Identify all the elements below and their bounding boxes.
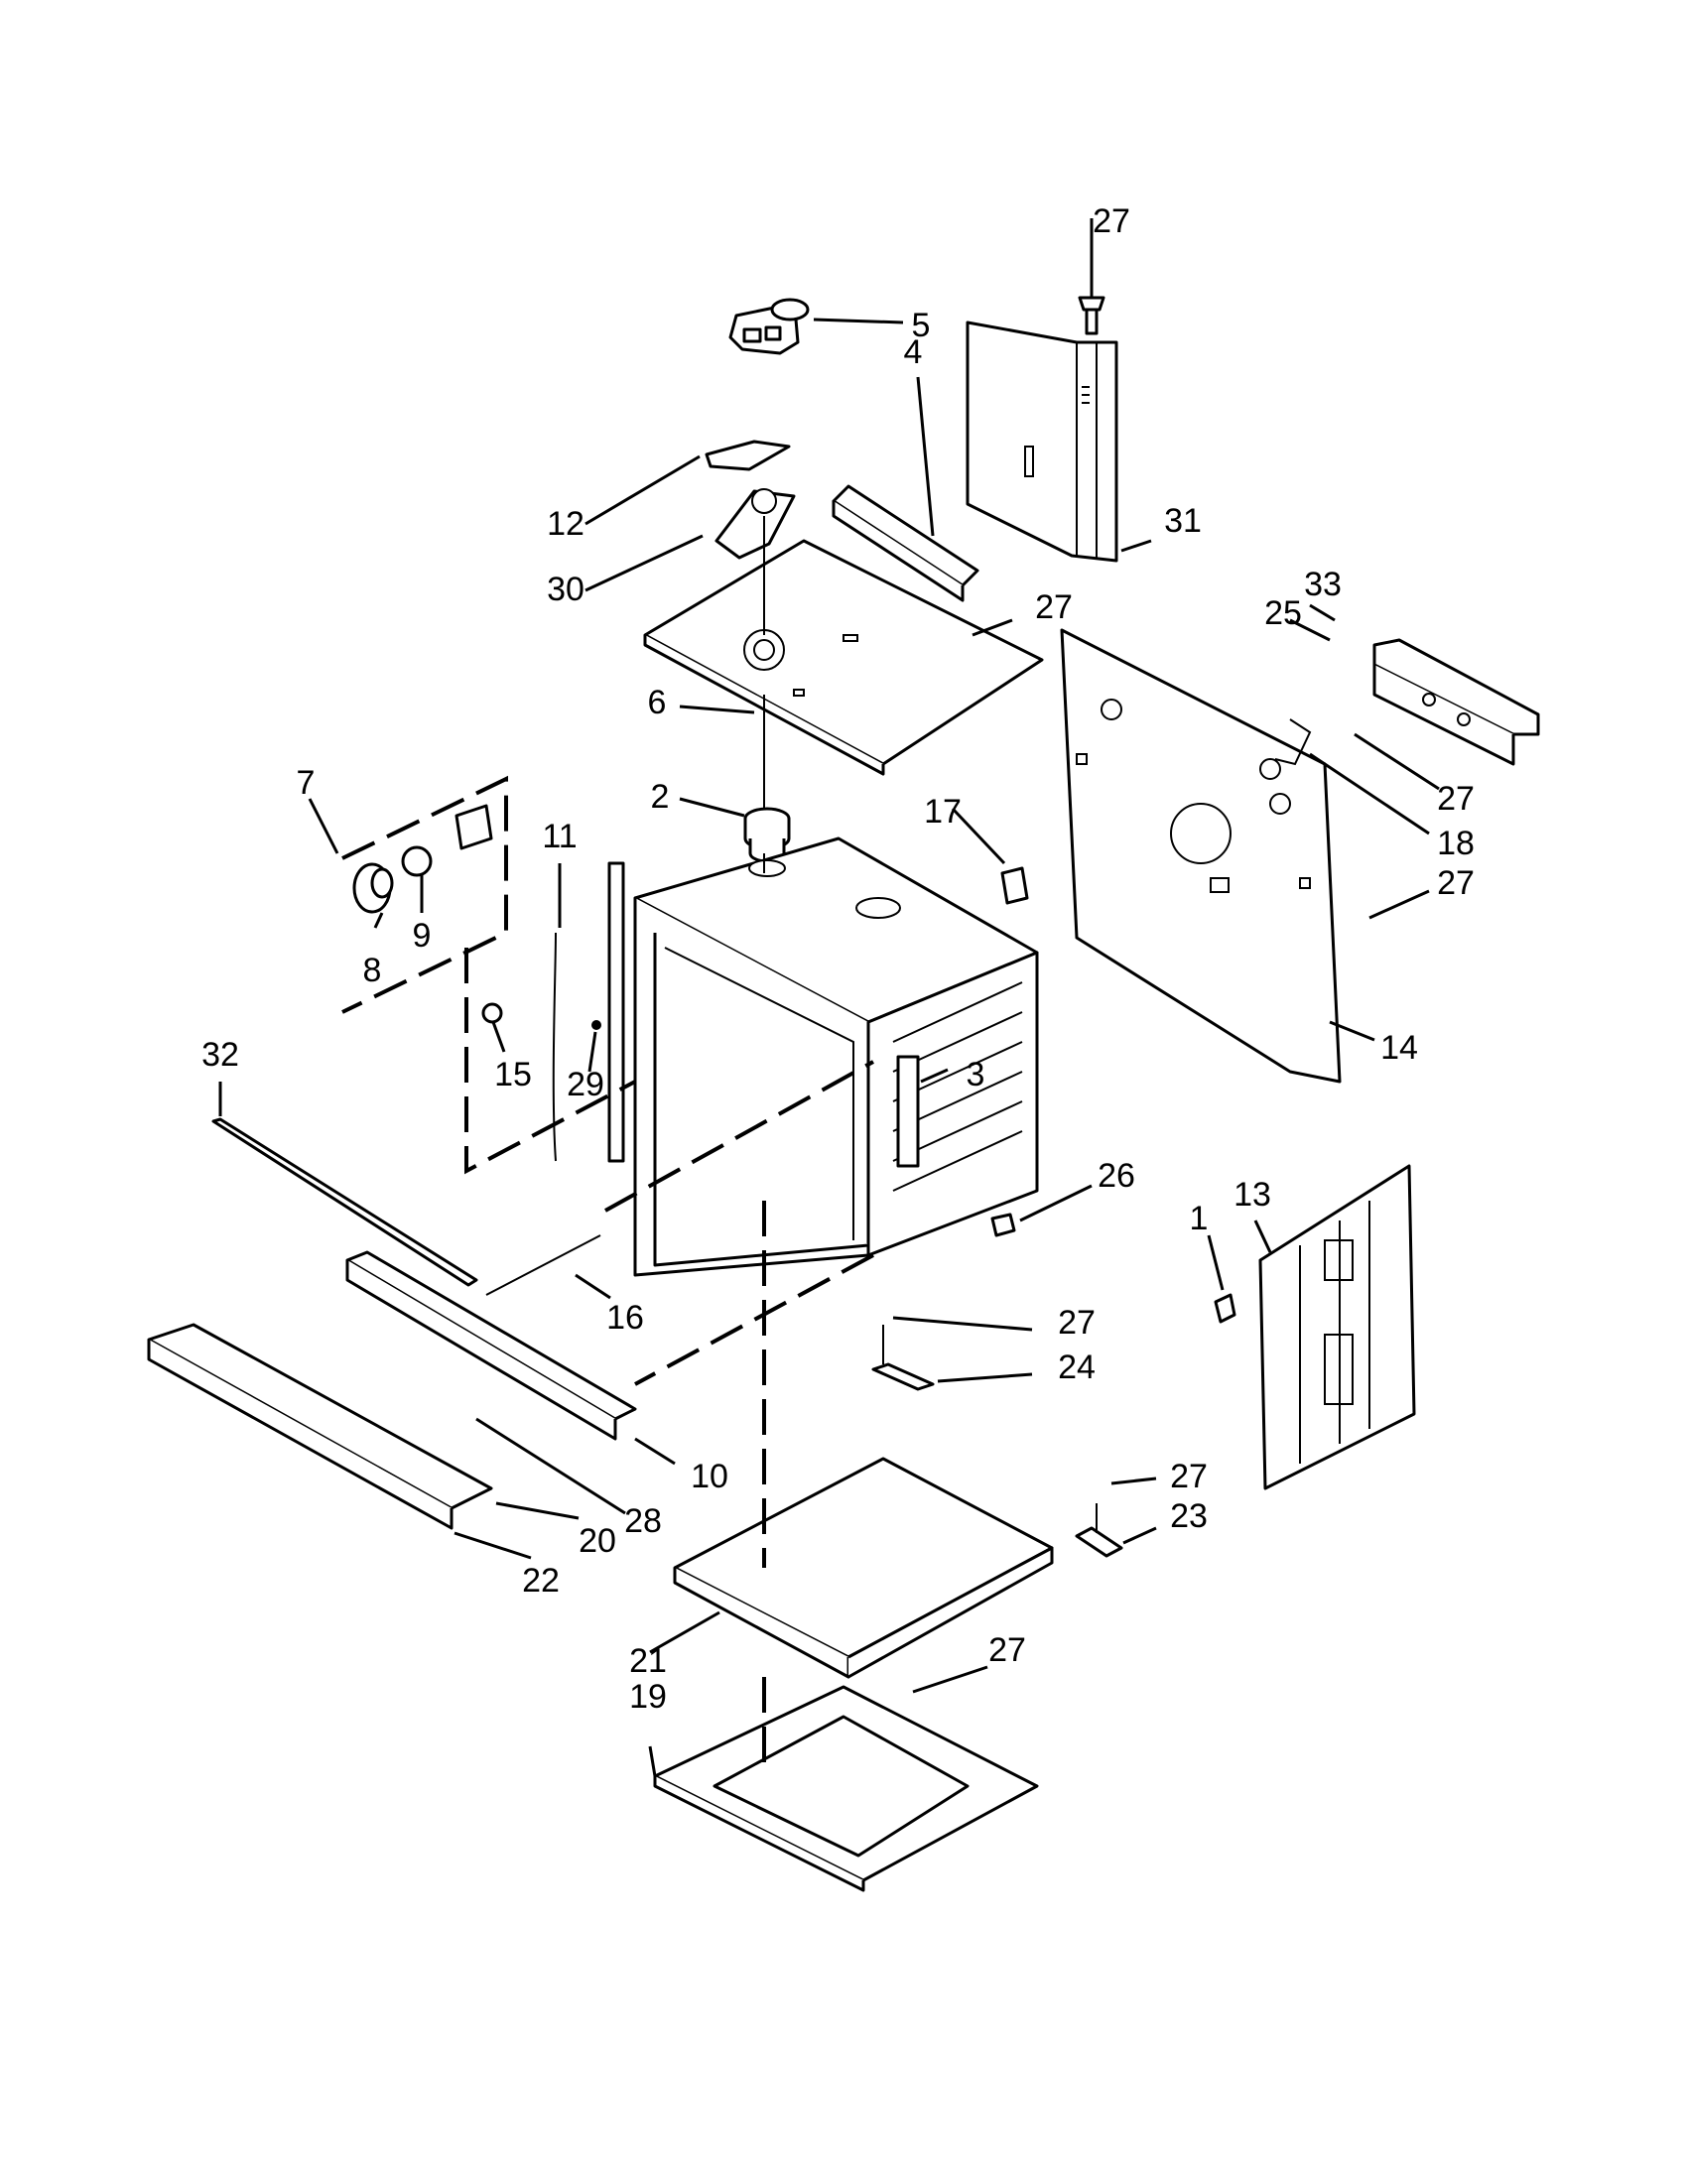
callout-24: 24 bbox=[1058, 1349, 1096, 1386]
callout-27: 27 bbox=[1170, 1458, 1208, 1495]
callout-6: 6 bbox=[648, 684, 667, 721]
part-20-base-rail bbox=[147, 1323, 493, 1530]
callout-18: 18 bbox=[1437, 825, 1475, 862]
callout-22: 22 bbox=[522, 1562, 560, 1600]
part-33-bracket bbox=[1372, 638, 1540, 766]
callout-27: 27 bbox=[1437, 864, 1475, 902]
callout-33: 33 bbox=[1304, 566, 1342, 603]
callout-19: 19 bbox=[629, 1678, 667, 1716]
part-6-top-panel bbox=[643, 539, 1044, 776]
callout-27: 27 bbox=[1437, 780, 1475, 818]
part-19-bottom-tray bbox=[653, 1685, 1039, 1892]
callout-7: 7 bbox=[297, 764, 316, 802]
callout-32: 32 bbox=[201, 1036, 239, 1074]
part-15-fastener bbox=[481, 1002, 503, 1024]
callout-29: 29 bbox=[567, 1066, 604, 1103]
callout-1: 1 bbox=[1190, 1200, 1209, 1237]
part-32-strip bbox=[211, 1117, 478, 1287]
callout-30: 30 bbox=[547, 571, 584, 608]
callout-27: 27 bbox=[1035, 588, 1073, 626]
part-17-clip bbox=[1000, 866, 1029, 905]
part-16-rod bbox=[485, 1234, 601, 1296]
callout-10: 10 bbox=[691, 1458, 728, 1495]
callout-9: 9 bbox=[413, 917, 432, 955]
part-24-bracket bbox=[871, 1325, 935, 1391]
callout-21: 21 bbox=[629, 1642, 667, 1680]
callout-11: 11 bbox=[542, 818, 577, 855]
callout-4: 4 bbox=[904, 333, 923, 371]
callout-27: 27 bbox=[1093, 202, 1130, 240]
callout-27: 27 bbox=[1058, 1304, 1096, 1342]
part-10-bracket bbox=[345, 1250, 637, 1441]
callout-2: 2 bbox=[651, 778, 670, 816]
part-27-screw-top bbox=[1078, 296, 1105, 335]
callout-28: 28 bbox=[624, 1502, 662, 1540]
callout-12: 12 bbox=[547, 505, 584, 543]
part-13-side-panel bbox=[1258, 1164, 1416, 1490]
callout-13: 13 bbox=[1233, 1176, 1271, 1214]
part-7-light-assembly bbox=[341, 775, 508, 1014]
leader-lines bbox=[218, 218, 1440, 1777]
part-26-screw bbox=[990, 1213, 1016, 1237]
oven-cavity bbox=[607, 836, 1039, 1277]
part-23-bracket bbox=[1075, 1503, 1123, 1558]
part-5-switch bbox=[728, 298, 810, 355]
callout-8: 8 bbox=[363, 952, 382, 989]
part-18-clip bbox=[1274, 718, 1312, 766]
callout-14: 14 bbox=[1380, 1029, 1418, 1067]
callout-20: 20 bbox=[579, 1522, 616, 1560]
part-14-rear-panel bbox=[1060, 628, 1342, 1084]
part-1-clip bbox=[1214, 1293, 1236, 1324]
part-29-fastener bbox=[591, 1020, 601, 1030]
callout-23: 23 bbox=[1170, 1497, 1208, 1535]
callout-17: 17 bbox=[924, 793, 962, 831]
callout-15: 15 bbox=[494, 1056, 532, 1093]
part-4-channel bbox=[832, 484, 979, 602]
callout-27: 27 bbox=[988, 1631, 1026, 1669]
callout-31: 31 bbox=[1164, 502, 1202, 540]
callout-labels: 27 5 4 12 31 30 27 33 25 6 27 18 2 17 7 … bbox=[201, 202, 1475, 1716]
callout-5: 5 bbox=[912, 307, 931, 344]
callout-3: 3 bbox=[967, 1056, 985, 1093]
callout-26: 26 bbox=[1098, 1157, 1135, 1195]
part-12-bracket bbox=[705, 440, 791, 471]
part-30-bracket bbox=[714, 488, 796, 560]
part-11-wire bbox=[552, 932, 557, 1162]
part-21-bottom-panel bbox=[673, 1457, 1054, 1679]
alignment-lines bbox=[464, 516, 874, 1776]
part-31-rear-panel bbox=[966, 321, 1118, 563]
callout-25: 25 bbox=[1264, 594, 1302, 632]
callout-16: 16 bbox=[606, 1299, 644, 1337]
